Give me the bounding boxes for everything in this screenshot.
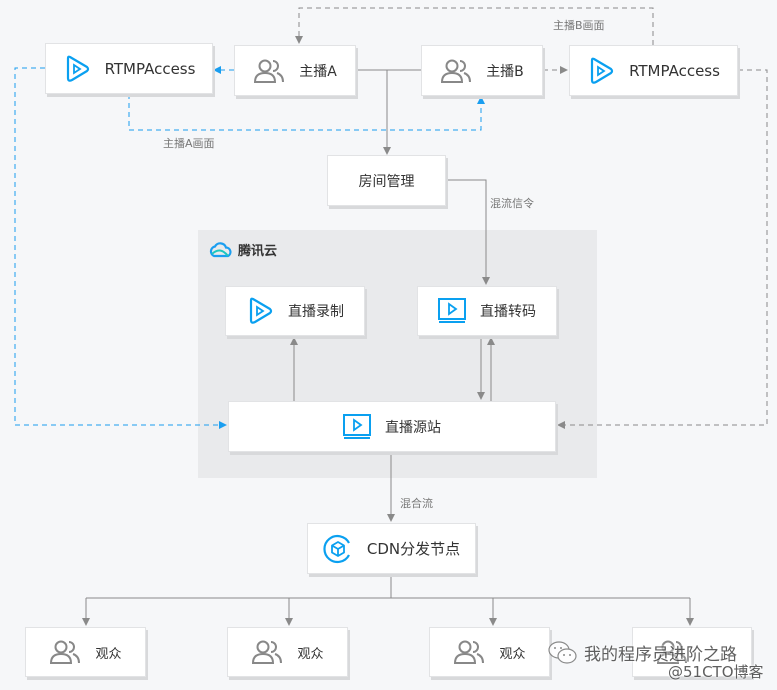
video-icon [438, 298, 466, 323]
node-label: 房间管理 [358, 173, 415, 190]
node-label: 主播B [486, 63, 524, 80]
label-mixed-stream: 混合流 [400, 497, 433, 510]
node-label: 主播A [299, 63, 337, 80]
node-cdn[interactable]: CDN分发节点 [307, 523, 476, 574]
tencent-cloud-logo-icon [209, 241, 232, 257]
users-icon [454, 640, 485, 664]
node-label: 观众 [297, 646, 324, 662]
node-label: 观众 [499, 646, 526, 662]
node-label: 观众 [95, 646, 122, 662]
node-label: RTMPAccess [629, 61, 720, 80]
users-icon [254, 59, 285, 83]
watermark-line2: @51CTO博客 [668, 663, 764, 681]
users-icon [656, 640, 687, 664]
label-mix-signal: 混流信令 [490, 197, 534, 210]
node-viewer[interactable]: 观众 [429, 627, 550, 677]
users-icon [50, 640, 81, 664]
node-room-management[interactable]: 房间管理 [327, 155, 446, 206]
edge-rtmpl-to-origin [14, 67, 227, 429]
edge-rtmpr-to-origin [557, 69, 768, 429]
node-rtmp-left[interactable]: RTMPAccess [45, 43, 213, 94]
node-transcode[interactable]: 直播转码 [417, 286, 557, 336]
users-icon [441, 59, 472, 83]
label-a-stream: 主播A画面 [163, 137, 215, 150]
edge-rtmpl-to-anchor-b [128, 94, 485, 131]
cdn-cube-icon [323, 534, 350, 563]
edge-room-to-transcode [446, 179, 490, 285]
node-record[interactable]: 直播录制 [225, 286, 365, 336]
node-label: RTMPAccess [104, 59, 196, 78]
edge-rtmpr-to-anchor-a [295, 7, 654, 45]
watermark-line1: 我的程序员进阶之路 [584, 645, 737, 665]
node-label: 直播录制 [288, 304, 344, 320]
play-icon [249, 297, 273, 324]
play-icon [66, 55, 89, 82]
node-anchor-a[interactable]: 主播A [234, 45, 356, 96]
cloud-title-text: 腾讯云 [238, 244, 278, 259]
node-rtmp-right[interactable]: RTMPAccess [569, 45, 738, 96]
watermark: 我的程序员进阶之路 [548, 640, 737, 665]
node-label: 直播转码 [480, 304, 536, 320]
users-icon [252, 640, 283, 664]
node-label: CDN分发节点 [366, 540, 461, 558]
wechat-icon [548, 640, 577, 664]
node-viewer[interactable]: 观众 [25, 627, 146, 677]
node-viewer[interactable]: 观众 [632, 627, 752, 677]
node-label: 直播源站 [385, 419, 441, 436]
node-anchor-b[interactable]: 主播B [421, 45, 543, 96]
cloud-title: 腾讯云 [208, 240, 277, 259]
play-icon [590, 57, 614, 84]
node-viewer[interactable]: 观众 [227, 627, 348, 677]
node-origin[interactable]: 直播源站 [228, 401, 556, 452]
label-b-stream: 主播B画面 [553, 19, 605, 32]
video-icon [343, 413, 371, 439]
